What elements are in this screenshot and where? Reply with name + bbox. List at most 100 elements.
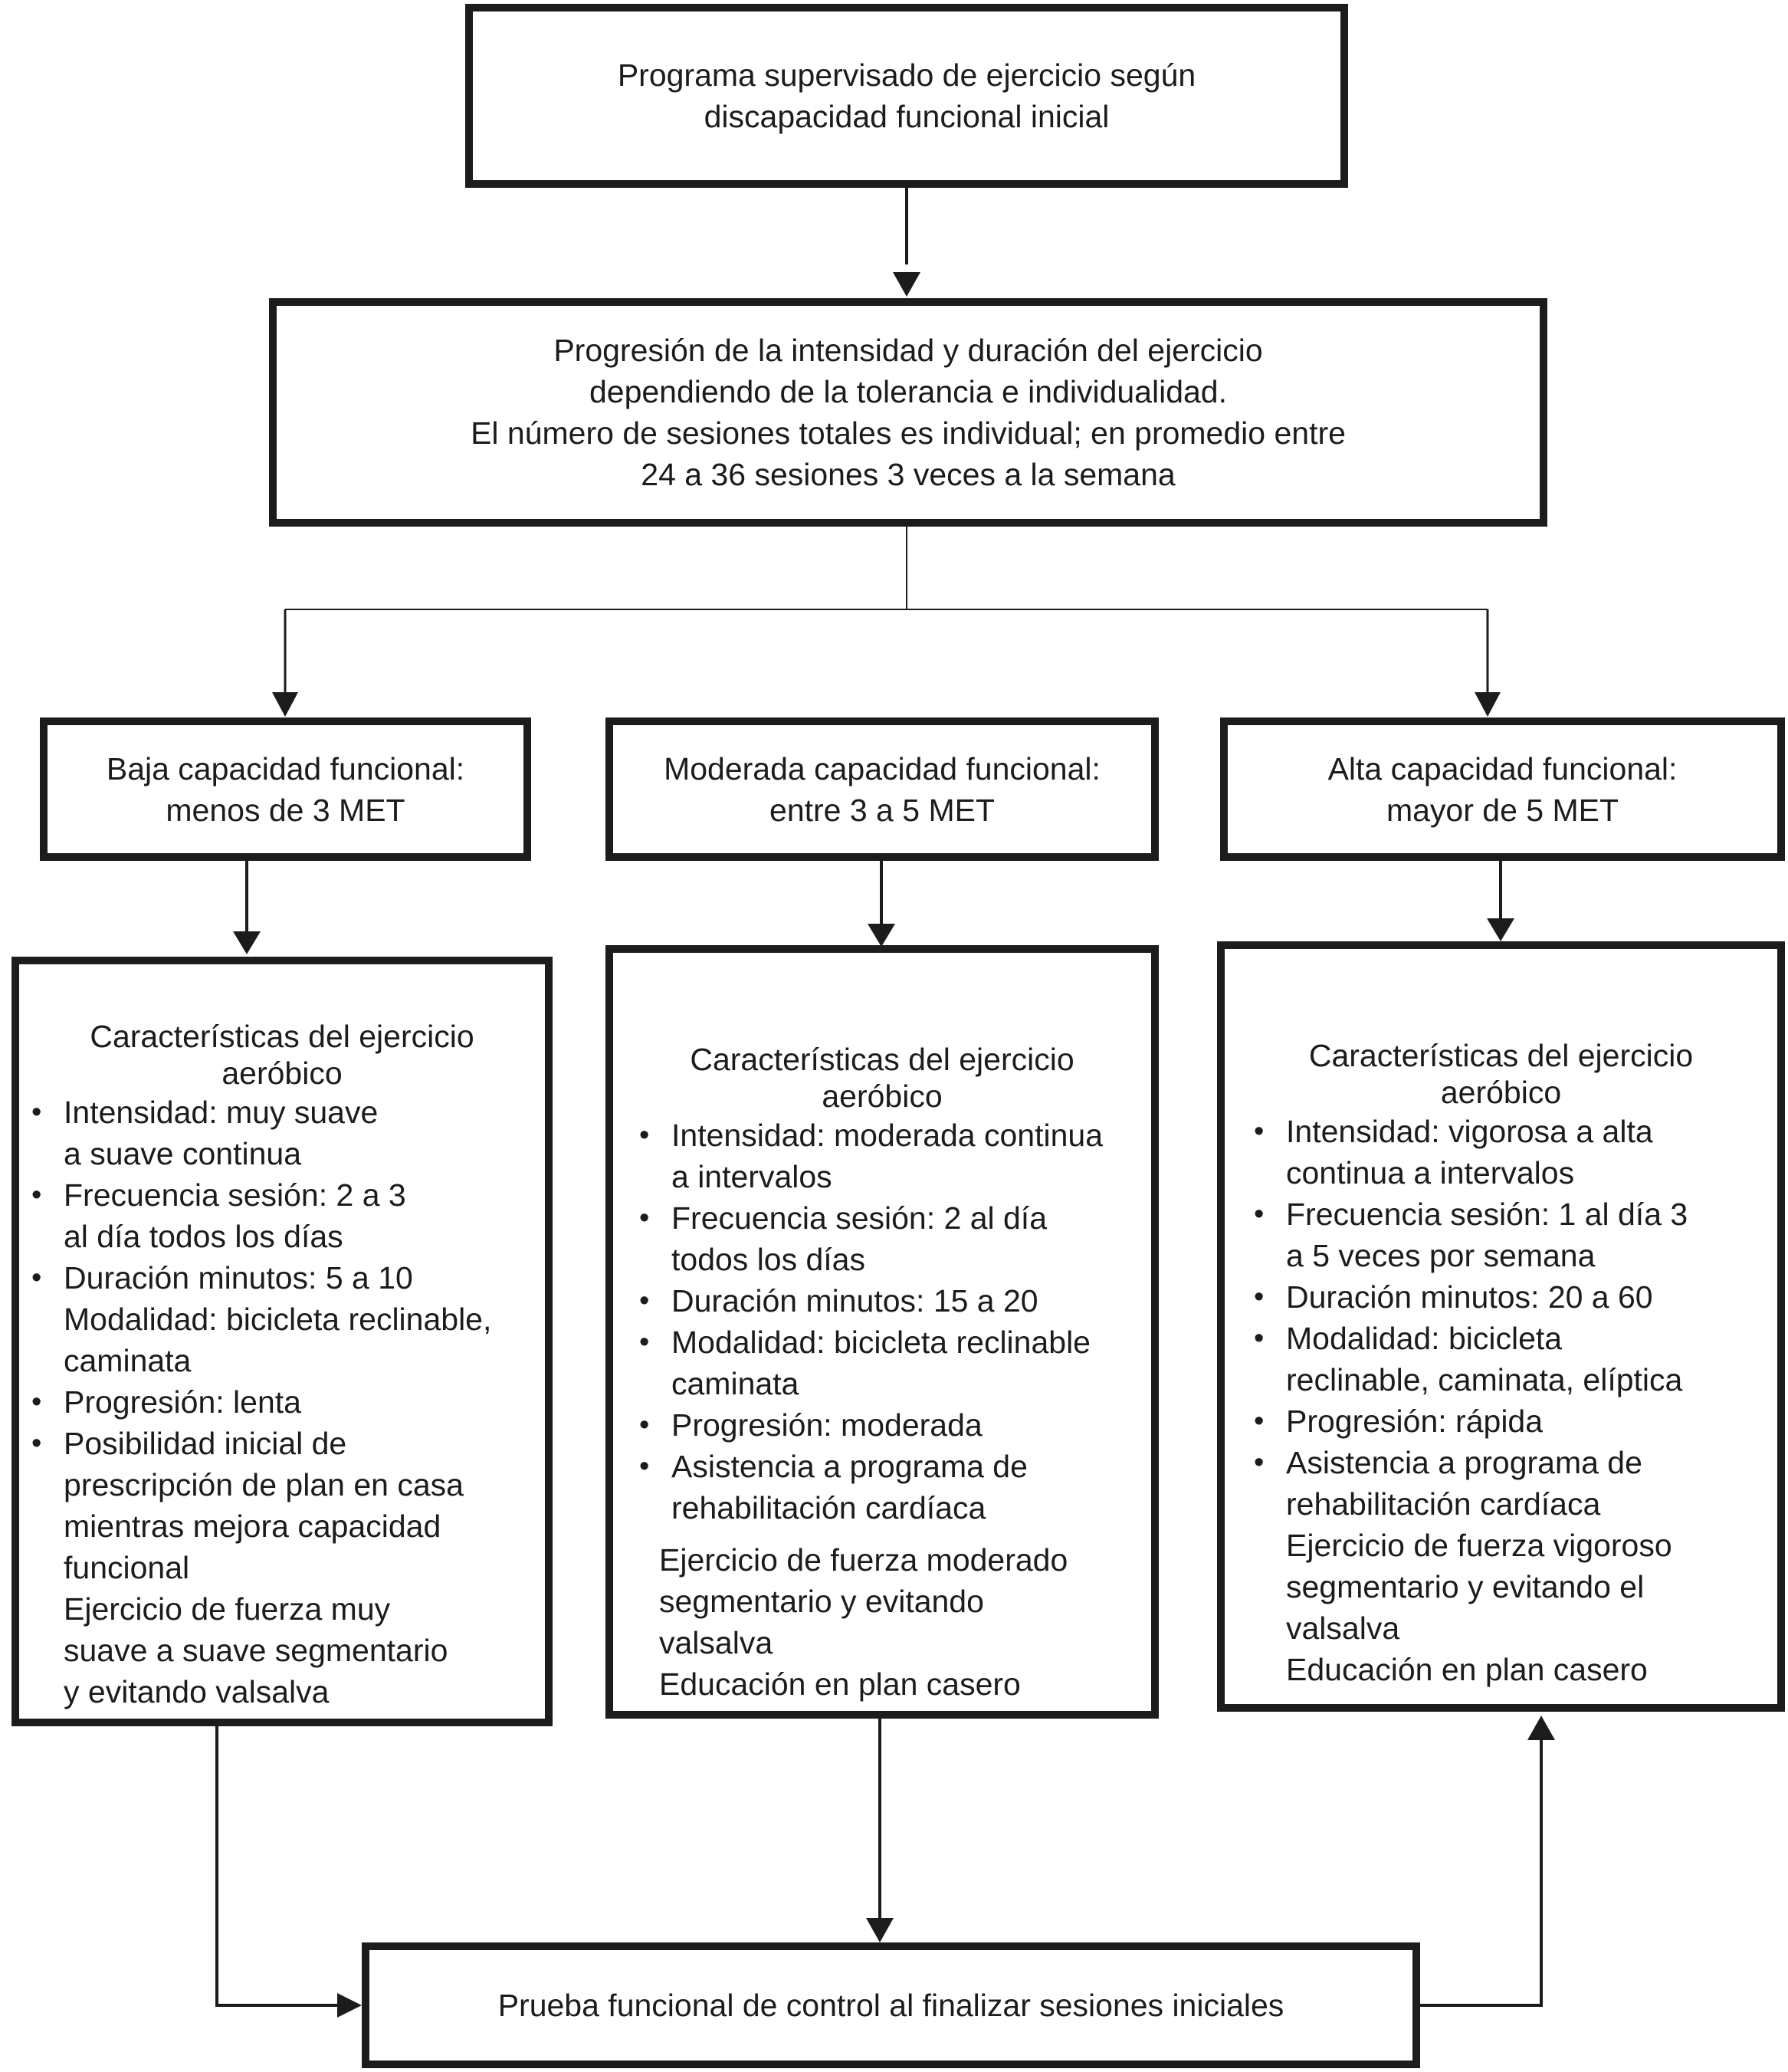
program-line-1: Programa supervisado de ejercicio según bbox=[617, 57, 1196, 93]
low-capacity-box: Baja capacidad funcional: menos de 3 MET bbox=[40, 717, 531, 861]
bullet-icon: • bbox=[31, 1262, 42, 1294]
progression-box: Progresión de la intensidad y duración d… bbox=[269, 298, 1547, 527]
list-item: • Duración minutos: 5 a 10 Modalidad: bi… bbox=[19, 1257, 545, 1381]
arrowhead-high-from-final bbox=[1527, 1716, 1555, 1740]
arrowhead-low-detail bbox=[233, 931, 261, 954]
list-item-text: rehabilitación cardíaca bbox=[1286, 1486, 1601, 1522]
list-item-text: suave a suave segmentario bbox=[64, 1633, 448, 1668]
heading-line: Características del ejercicio bbox=[90, 1019, 474, 1054]
extra-line: valsalva bbox=[659, 1625, 773, 1660]
list-item-text: caminata bbox=[671, 1366, 799, 1401]
arrowhead-final-from-moderate bbox=[866, 1918, 894, 1942]
list-item-text: mientras mejora capacidad bbox=[64, 1509, 441, 1544]
list-item: • Asistencia a programa de rehabilitació… bbox=[1242, 1442, 1777, 1690]
arrowhead-moderate-detail bbox=[868, 924, 895, 947]
list-item-text: Duración minutos: 20 a 60 bbox=[1286, 1279, 1653, 1315]
list-item-text: Duración minutos: 15 a 20 bbox=[671, 1283, 1038, 1318]
heading-line: Características del ejercicio bbox=[690, 1042, 1074, 1077]
program-box: Programa supervisado de ejercicio según … bbox=[465, 4, 1348, 188]
list-item-text: Progresión: rápida bbox=[1286, 1404, 1544, 1439]
moderate-capacity-box: Moderada capacidad funcional: entre 3 a … bbox=[605, 717, 1159, 861]
bullet-icon: • bbox=[639, 1409, 650, 1441]
low-capacity-met: menos de 3 MET bbox=[166, 792, 405, 828]
list-item-text: Intensidad: vigorosa a alta bbox=[1286, 1114, 1653, 1149]
list-item-text: Duración minutos: 5 a 10 bbox=[64, 1260, 413, 1295]
arrowhead-final-from-low bbox=[337, 1993, 362, 2018]
list-item: • Intensidad: vigorosa a alta continua a… bbox=[1242, 1111, 1777, 1194]
list-item: • Progresión: lenta bbox=[19, 1381, 545, 1423]
high-details-list: • Intensidad: vigorosa a alta continua a… bbox=[1242, 1111, 1777, 1690]
list-item-text: Progresión: lenta bbox=[64, 1384, 301, 1420]
arrowhead-high-capacity bbox=[1475, 692, 1501, 717]
moderate-capacity-details: Características del ejercicio aeróbico •… bbox=[605, 945, 1159, 1719]
high-capacity-title: Alta capacidad funcional: bbox=[1327, 750, 1678, 786]
bullet-icon: • bbox=[1254, 1446, 1265, 1479]
list-item-text: y evitando valsalva bbox=[64, 1674, 330, 1709]
extra-line: Educación en plan casero bbox=[659, 1666, 1021, 1702]
list-item-text: Asistencia a programa de bbox=[671, 1449, 1028, 1484]
list-item-text: Frecuencia sesión: 2 al día bbox=[671, 1200, 1047, 1236]
bullet-icon: • bbox=[1254, 1405, 1265, 1437]
list-item-text: rehabilitación cardíaca bbox=[671, 1490, 986, 1525]
list-item: • Modalidad: bicicleta reclinable, camin… bbox=[1242, 1318, 1777, 1400]
arrowhead-low-capacity bbox=[272, 692, 298, 717]
list-item-text: al día todos los días bbox=[64, 1219, 343, 1254]
low-capacity-details: Características del ejercicio aeróbico •… bbox=[11, 957, 553, 1726]
list-item-text: Intensidad: muy suave bbox=[64, 1095, 379, 1130]
extra-line: Ejercicio de fuerza moderado bbox=[659, 1542, 1068, 1578]
list-item: • Progresión: rápida bbox=[1242, 1400, 1777, 1442]
list-item-text: valsalva bbox=[1286, 1611, 1400, 1646]
low-capacity-title: Baja capacidad funcional: bbox=[106, 750, 465, 786]
list-item-text: Frecuencia sesión: 1 al día 3 bbox=[1286, 1197, 1688, 1232]
list-item-text: Asistencia a programa de bbox=[1286, 1445, 1642, 1480]
moderate-details-list: • Intensidad: moderada continua a interv… bbox=[627, 1115, 1151, 1529]
list-item-text: caminata bbox=[64, 1343, 192, 1378]
list-item-text: segmentario y evitando el bbox=[1286, 1569, 1645, 1604]
bullet-icon: • bbox=[639, 1202, 650, 1234]
connector-final-to-high bbox=[1420, 1740, 1543, 2007]
heading-line: aeróbico bbox=[221, 1056, 343, 1091]
high-capacity-met: mayor de 5 MET bbox=[1386, 792, 1619, 828]
moderate-capacity-met: entre 3 a 5 MET bbox=[769, 792, 995, 828]
heading-line: Características del ejercicio bbox=[1308, 1038, 1694, 1073]
list-item: • Frecuencia sesión: 2 a 3 al día todos … bbox=[19, 1174, 545, 1257]
control-test-box: Prueba funcional de control al finalizar… bbox=[362, 1942, 1420, 2068]
list-item: • Posibilidad inicial de prescripción de… bbox=[19, 1423, 545, 1712]
arrowhead-progression bbox=[893, 272, 920, 297]
list-item-text: Ejercicio de fuerza muy bbox=[64, 1591, 391, 1627]
extra-line: segmentario y evitando bbox=[659, 1584, 984, 1619]
bullet-icon: • bbox=[1254, 1198, 1265, 1230]
list-item-text: a 5 veces por semana bbox=[1286, 1238, 1596, 1273]
low-details-heading: Características del ejercicio aeróbico bbox=[19, 1018, 545, 1092]
high-capacity-box: Alta capacidad funcional: mayor de 5 MET bbox=[1220, 717, 1785, 861]
list-item: • Intensidad: muy suave a suave continua bbox=[19, 1092, 545, 1174]
list-item-text: a suave continua bbox=[64, 1136, 302, 1171]
arrowhead-high-detail bbox=[1487, 918, 1514, 941]
list-item: • Duración minutos: 20 a 60 bbox=[1242, 1276, 1777, 1318]
list-item-text: continua a intervalos bbox=[1286, 1155, 1575, 1190]
list-item: • Frecuencia sesión: 2 al día todos los … bbox=[627, 1197, 1151, 1280]
list-item: • Frecuencia sesión: 1 al día 3 a 5 vece… bbox=[1242, 1194, 1777, 1276]
list-item-text: todos los días bbox=[671, 1242, 865, 1277]
high-details-heading: Características del ejercicio aeróbico bbox=[1225, 1037, 1777, 1111]
bullet-icon: • bbox=[1254, 1115, 1265, 1148]
list-item: • Duración minutos: 15 a 20 bbox=[627, 1280, 1151, 1322]
list-item-text: Posibilidad inicial de bbox=[64, 1426, 347, 1461]
control-test-text: Prueba funcional de control al finalizar… bbox=[497, 1988, 1284, 2023]
list-item-text: funcional bbox=[64, 1550, 190, 1585]
bullet-icon: • bbox=[1254, 1322, 1265, 1355]
progression-line-2: dependiendo de la tolerancia e individua… bbox=[589, 374, 1228, 409]
list-item: • Intensidad: moderada continua a interv… bbox=[627, 1115, 1151, 1197]
list-item-text: Modalidad: bicicleta reclinable bbox=[671, 1325, 1091, 1360]
list-item-text: Modalidad: bicicleta bbox=[1286, 1321, 1563, 1356]
list-item-text: Intensidad: moderada continua bbox=[671, 1118, 1104, 1153]
list-item-text: Educación en plan casero bbox=[1286, 1652, 1648, 1687]
list-item-text: prescripción de plan en casa bbox=[64, 1467, 464, 1502]
progression-line-4: 24 a 36 sesiones 3 veces a la semana bbox=[641, 457, 1176, 492]
connector-low-to-final bbox=[215, 1726, 337, 2007]
list-item-text: Frecuencia sesión: 2 a 3 bbox=[64, 1177, 406, 1213]
list-item: • Modalidad: bicicleta reclinable camina… bbox=[627, 1322, 1151, 1404]
bullet-icon: • bbox=[31, 1427, 42, 1460]
